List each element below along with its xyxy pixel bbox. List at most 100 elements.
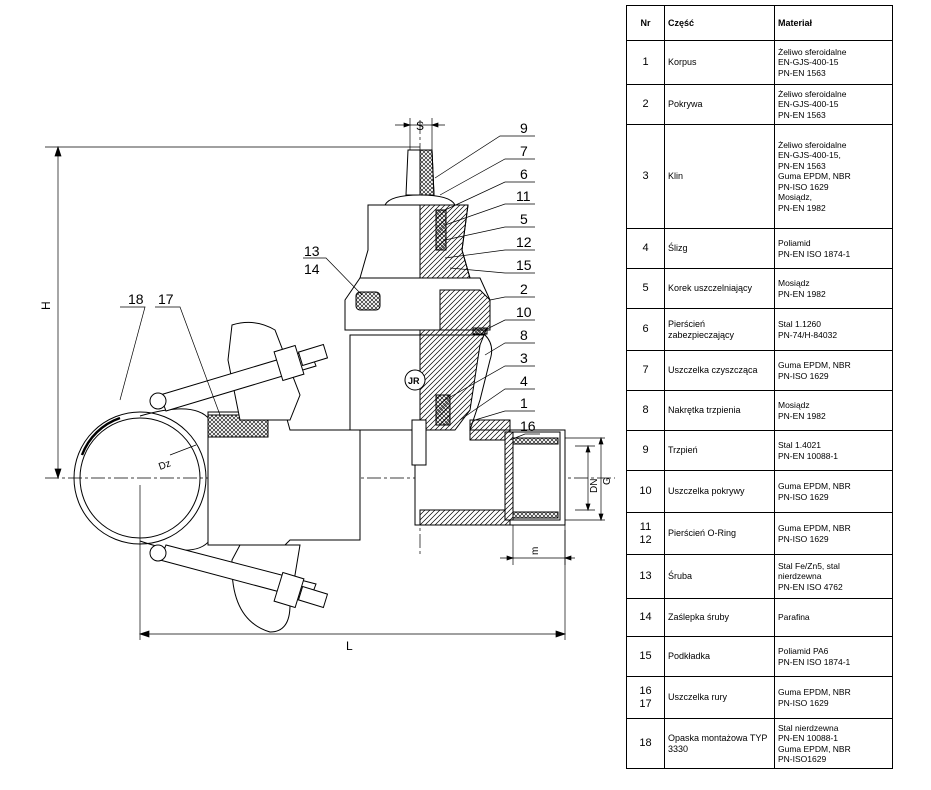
row-material-line: PN-ISO 1629 [778,491,829,502]
balloon-4: 4 [520,373,528,389]
row-material-line: Stal 1.4021 [778,440,822,450]
row-material-line: Stal Fe/Zn5, stal [778,560,840,571]
row-material-line: PN-ISO 1629 [778,533,829,544]
row-material-line: PN-EN ISO 4762 [778,581,843,592]
table-header-row: Nr Część Materiał [626,5,893,41]
row-part: Opaska montażowa TYP 3330 [664,718,775,769]
balloon-7: 7 [520,143,528,159]
dimension-h-label: H [39,301,53,310]
row-part: Korpus [664,40,775,85]
row-material-line: Guma EPDM, NBR [778,360,851,370]
pipe-dz-label: Dz [157,458,172,473]
row-material-line: Mosiądz [778,400,810,410]
row-nr-value: 15 [639,650,652,662]
row-part: Uszczelka rury [664,676,775,719]
row-material-line: PN-ISO 1629 [778,370,829,381]
row-material-line: Poliamid [778,238,811,248]
balloon-3: 3 [520,350,528,366]
row-nr: 18 [626,718,665,769]
dimension-l: L [138,485,567,653]
row-nr: 7 [626,350,665,391]
row-material-line: Guma EPDM, NBR [778,171,851,182]
row-material-line: EN-GJS-400-15 [778,57,839,68]
header-nr: Nr [626,5,665,41]
row-nr: 5 [626,268,665,309]
balloon-11: 11 [516,188,531,204]
row-material-line: PN-EN 1982 [778,410,826,421]
row-nr-value: 5 [642,282,649,294]
header-material: Materiał [774,5,893,41]
row-nr-value: 14 [639,611,652,623]
row-nr-value: 11 [639,520,652,533]
row-nr: 6 [626,308,665,351]
row-material-line: PN-EN 10088-1 [778,733,839,743]
dimension-s-label: S [416,119,424,133]
row-nr: 1 [626,40,665,85]
row-part: Klin [664,124,775,229]
row-nr-value: 18 [639,737,652,749]
row-material-line: PN-EN 1563 [778,67,826,78]
row-material-line: PN-EN ISO 1874-1 [778,656,851,667]
row-nr: 2 [626,84,665,125]
row-material-line: EN-GJS-400-15 [778,99,839,110]
dimension-dn-g: DN G [565,436,613,522]
row-nr: 8 [626,390,665,431]
balloon-15: 15 [516,257,532,273]
row-part: Trzpień [664,430,775,471]
row-material-line: PN-EN 1563 [778,160,826,171]
manufacturer-logo: JR [404,369,426,391]
row-nr-value: 16 [639,684,652,697]
row-nr: 3 [626,124,665,229]
dimension-h: H [39,145,420,480]
dimension-s: S [395,118,445,150]
row-nr-value: 9 [642,444,649,456]
row-material-line: EN-GJS-400-15, [778,150,841,161]
row-nr-value: 8 [642,404,649,416]
balloon-13: 13 [304,243,320,259]
row-material-line: PN-ISO 1629 [778,181,829,192]
svg-text:JR: JR [408,376,420,386]
row-part: Korek uszczelniający [664,268,775,309]
balloon-5: 5 [520,211,528,227]
row-nr: 15 [626,636,665,677]
row-material: Parafina [774,598,893,637]
row-nr-value: 13 [639,570,652,582]
row-part: Zaślepka śruby [664,598,775,637]
row-nr: 9 [626,430,665,471]
valve-technical-drawing: H L S DN G m [39,118,615,653]
row-part: Pierścień zabezpieczający [664,308,775,351]
leader-lines [119,135,540,441]
balloon-12: 12 [516,234,532,250]
row-material-line: Guma EPDM, NBR [778,481,851,491]
row-nr-value: 17 [639,697,652,710]
row-material-line: Żeliwo sferoidalne [778,88,847,99]
row-nr-value: 4 [642,242,649,254]
balloon-2: 2 [520,281,528,297]
row-nr-value: 3 [642,170,649,182]
row-nr-value: 7 [642,364,649,376]
row-material-line: PN-74/H-84032 [778,329,838,340]
row-material-line: Guma EPDM, NBR [778,743,851,754]
balloon-8: 8 [520,327,528,343]
row-part: Uszczelka czyszcząca [664,350,775,391]
row-nr-value: 12 [639,533,652,546]
row-material-line: PN-ISO 1629 [778,697,829,708]
